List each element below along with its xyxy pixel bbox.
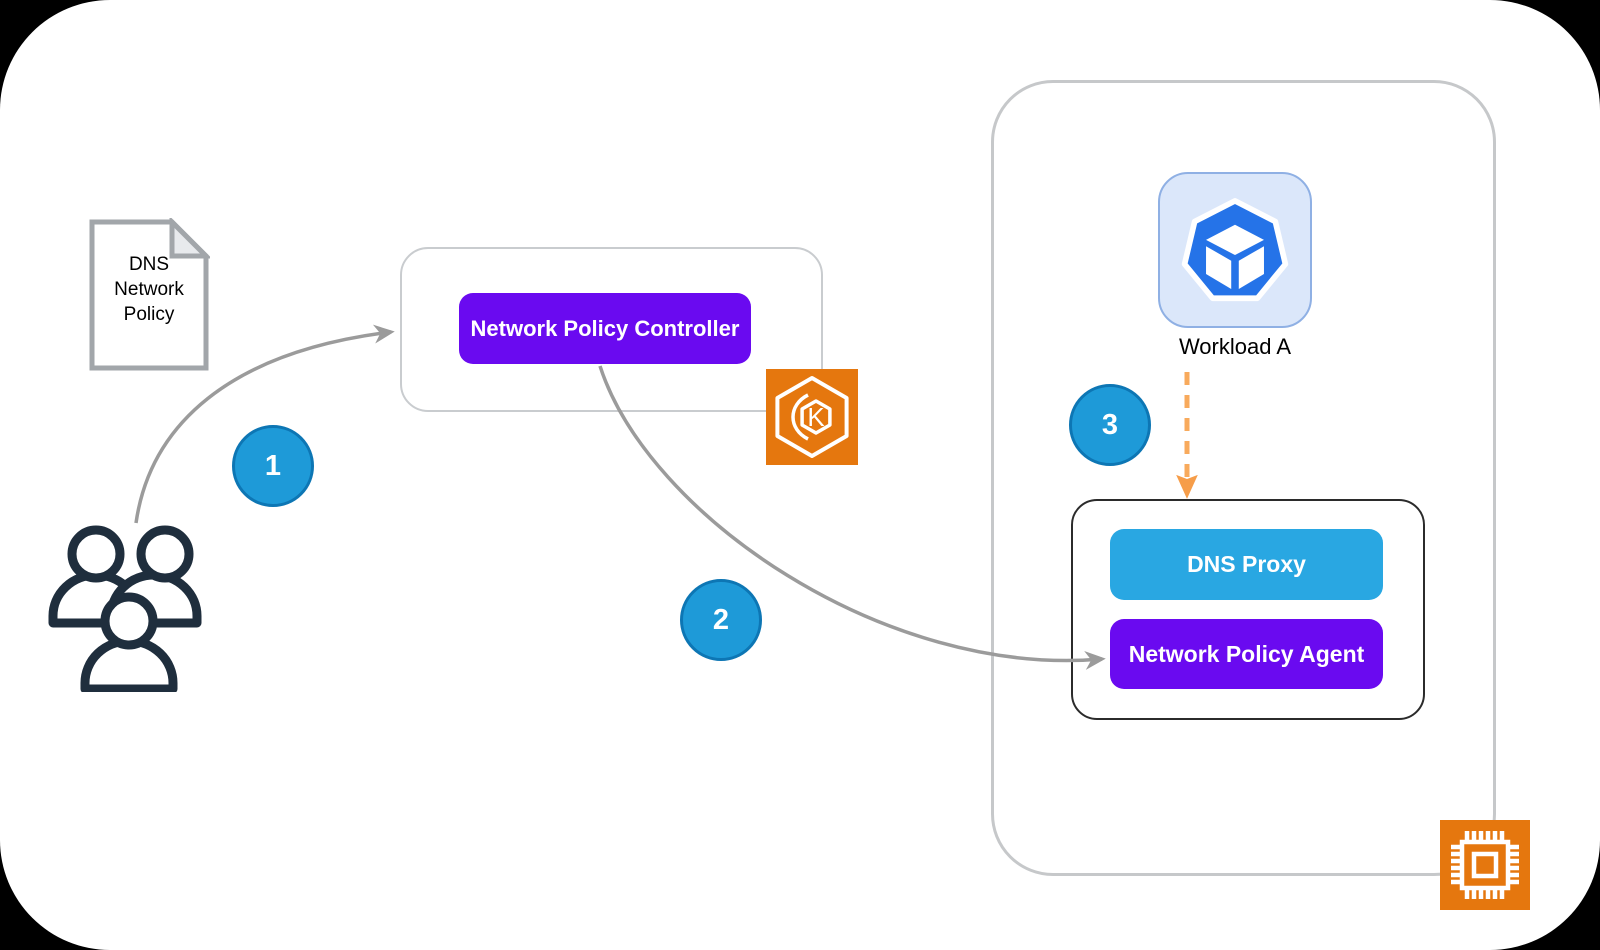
step-badge-2: 2 <box>680 579 762 661</box>
network-policy-controller: Network Policy Controller <box>459 293 751 364</box>
chip-inner-square <box>1471 851 1499 879</box>
workload-pod-icon <box>1181 198 1289 302</box>
workload-a-tile <box>1158 172 1312 328</box>
network-policy-agent-label: Network Policy Agent <box>1128 640 1365 667</box>
dns-proxy: DNS Proxy <box>1110 529 1383 600</box>
step-badge-3: 3 <box>1069 384 1151 466</box>
network-policy-controller-label: Network Policy Controller <box>470 315 740 341</box>
user-back-left-head <box>67 525 125 583</box>
users-icon <box>48 525 202 692</box>
amazon-eks-icon: K <box>766 369 858 465</box>
ec2-instance-chip-icon <box>1440 820 1530 910</box>
chip-outer-square <box>1459 839 1511 891</box>
step-3-number: 3 <box>1101 408 1119 441</box>
eks-letter: K <box>807 402 825 432</box>
workload-a-label: Workload A <box>1178 334 1292 359</box>
cube-left-face <box>1206 246 1232 290</box>
chip-glyph <box>1451 831 1519 899</box>
cube-right-face <box>1238 246 1264 290</box>
step-badge-1: 1 <box>232 425 314 507</box>
user-back-right-head <box>136 525 194 583</box>
step-2-number: 2 <box>712 603 730 636</box>
network-policy-agent: Network Policy Agent <box>1110 619 1383 689</box>
step-1-number: 1 <box>264 449 282 482</box>
dns-proxy-label: DNS Proxy <box>1187 551 1306 577</box>
chip-icon-background <box>1440 820 1530 910</box>
document-fold-corner <box>169 218 210 259</box>
user-front-head <box>100 592 158 650</box>
document-label: DNS Network Policy <box>114 254 184 326</box>
chip-pins <box>1451 831 1519 899</box>
users-glyph <box>48 525 202 692</box>
